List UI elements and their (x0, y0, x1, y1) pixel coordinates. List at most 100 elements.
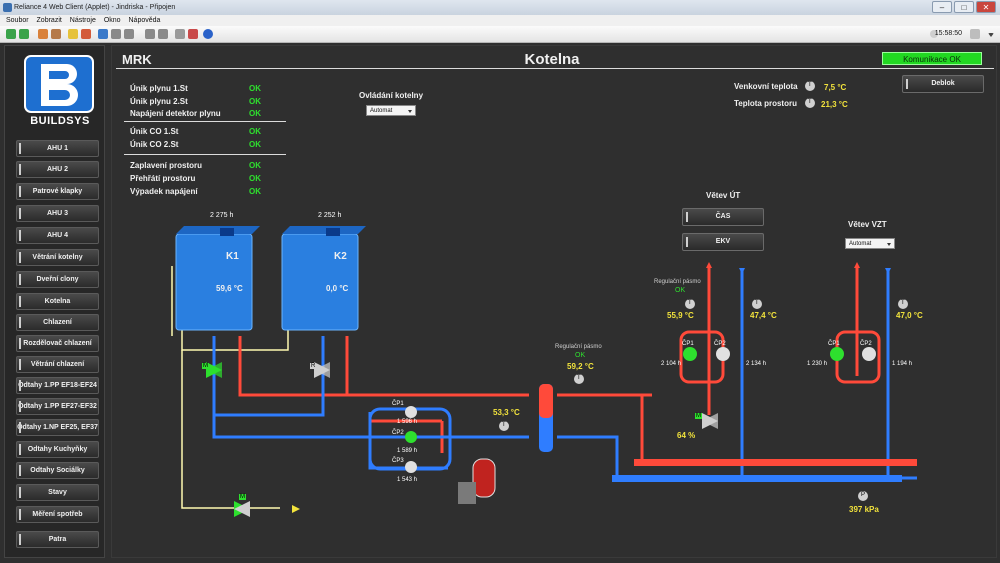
valve-k2[interactable] (314, 362, 330, 378)
chart-icon[interactable] (98, 29, 108, 39)
pump-cp1-vzt[interactable] (830, 347, 844, 361)
sensor-letter: T (808, 82, 812, 88)
pump-cp1-ut[interactable] (683, 347, 697, 361)
nav-odtahy-1pp-ef27[interactable]: Odtahy 1.PP EF27-EF32 (16, 398, 99, 415)
valve-bottom[interactable] (234, 501, 250, 517)
vzt-pump1-name: ČP1 (828, 341, 840, 347)
minimize-button[interactable]: – (932, 1, 952, 13)
pump-cp2-main-name: ČP2 (392, 430, 404, 436)
sensor-letter: T (577, 375, 581, 381)
print-icon[interactable] (124, 29, 134, 39)
menu-nastroje[interactable]: Nástroje (69, 17, 96, 24)
pump-cp2-vzt[interactable] (862, 347, 876, 361)
hot-manifold (634, 459, 917, 466)
temp-sensor-icon (685, 299, 695, 309)
alarm-label-power: Výpadek napájení (130, 187, 198, 196)
alarm-value-overheat: OK (249, 174, 261, 183)
page-title: Kotelna (524, 51, 580, 68)
boiler-control-select[interactable]: Automat (366, 105, 416, 116)
nav-odtahy-1pp-ef18[interactable]: Odtahy 1.PP EF18-EF24 (16, 377, 99, 394)
nav-ahu-2[interactable]: AHU 2 (16, 161, 99, 178)
ut-reg-band-status: OK (675, 287, 686, 294)
pump-cp2-ut[interactable] (716, 347, 730, 361)
help-icon[interactable] (203, 29, 213, 39)
nav-vetrani-kotelny[interactable]: Větrání kotelny (16, 249, 99, 266)
nav-chlazeni[interactable]: Chlazení (16, 314, 99, 331)
boiler-k2[interactable] (281, 226, 366, 331)
alarm-label-co-2: Únik CO 2.St (130, 140, 179, 149)
alarm-divider (124, 154, 286, 155)
nav-odtahy-kuchynky[interactable]: Odtahy Kuchyňky (16, 441, 99, 458)
valve-ut-mixing[interactable] (702, 413, 718, 429)
boiler-k2-name: K2 (334, 251, 347, 262)
menu-okno[interactable]: Okno (103, 17, 121, 24)
nav-kotelna[interactable]: Kotelna (16, 293, 99, 310)
nav-mereni-spotreb[interactable]: Měření spotřeb (16, 506, 99, 523)
nav-ahu-4[interactable]: AHU 4 (16, 227, 99, 244)
window-titlebar: Reliance 4 Web Client (Applet) - Jindris… (0, 0, 1000, 15)
alarm-value-flood: OK (249, 161, 261, 170)
alarm-icon[interactable] (68, 29, 78, 39)
nav-dverni-clony[interactable]: Dveřní clony (16, 271, 99, 288)
alarm-label-gas-detector: Napájení detektor plynu (130, 109, 221, 118)
nav-stavy[interactable]: Stavy (16, 484, 99, 501)
sensor-letter: T (901, 300, 905, 306)
nav-patra[interactable]: Patra (16, 531, 99, 548)
ut-valve-position: 64 % (677, 431, 696, 440)
ut-pump2-hours: 2 134 h (746, 361, 767, 367)
pump-cp1-main[interactable] (405, 406, 417, 418)
alarm-value-gas-detector: OK (249, 109, 261, 118)
menu-soubor[interactable]: Soubor (6, 17, 29, 24)
nav-vetrani-chlazeni[interactable]: Větrání chlazení (16, 356, 99, 373)
valve-bottom-mode: M (239, 494, 246, 500)
boiler-k1[interactable] (175, 226, 260, 331)
hydraulic-separator-hot (539, 384, 553, 418)
menu-zobrazit[interactable]: Zobrazit (36, 17, 62, 24)
vzt-mode-select[interactable]: Automat (845, 238, 895, 249)
connect-icon[interactable] (175, 29, 185, 39)
pump-cp1-main-hours: 1 596 h (397, 419, 418, 425)
pressure-sensor-icon (858, 491, 868, 501)
chevron-down-icon[interactable] (988, 33, 994, 37)
nav-odtahy-1np-ef25[interactable]: Odtahy 1.NP EF25, EF37 (16, 419, 99, 436)
boiler-control-label: Ovládání kotelny (359, 91, 424, 100)
ut-cas-button[interactable]: ČAS (682, 208, 764, 226)
forward-icon[interactable] (19, 29, 29, 39)
disconnect-icon[interactable] (188, 29, 198, 39)
outdoor-temp-label: Venkovní teplota (734, 82, 798, 91)
nav-ahu-3[interactable]: AHU 3 (16, 205, 99, 222)
alarm-value-co-1: OK (249, 127, 261, 136)
users-icon[interactable] (51, 29, 61, 39)
pump-cp3-main[interactable] (405, 461, 417, 473)
nav-rozdelovac-chlazeni[interactable]: Rozdělovač chlazení (16, 335, 99, 352)
deblok-button[interactable]: Deblok (902, 75, 984, 93)
valve-k1[interactable] (206, 362, 222, 378)
table-icon[interactable] (111, 29, 121, 39)
stop-icon[interactable] (81, 29, 91, 39)
window-icon[interactable] (145, 29, 155, 39)
pump-cp3-main-name: ČP3 (392, 458, 404, 464)
vzt-branch-title: Větev VZT (848, 220, 887, 229)
ut-ekv-button[interactable]: EKV (682, 233, 764, 251)
expansion-tank (458, 458, 496, 504)
nav-patrove-klapky[interactable]: Patrové klapky (16, 183, 99, 200)
alarm-value-gas-1: OK (249, 84, 261, 93)
temp-sensor-icon (752, 299, 762, 309)
menu-napoveda[interactable]: Nápověda (128, 17, 161, 24)
ut-pump1-hours: 2 104 h (661, 361, 682, 367)
back-icon[interactable] (6, 29, 16, 39)
vzt-return-temp: 47,0 °C (896, 311, 923, 320)
menu-bar: Soubor Zobrazit Nástroje Okno Nápověda (0, 15, 1000, 26)
close-button[interactable]: ✕ (976, 1, 996, 13)
cold-manifold (612, 475, 902, 482)
site-code: MRK (122, 52, 152, 67)
windows-icon[interactable] (158, 29, 168, 39)
user-icon[interactable] (38, 29, 48, 39)
sensor-letter: T (502, 422, 506, 428)
maximize-button[interactable]: □ (954, 1, 974, 13)
screen-icon[interactable] (970, 29, 980, 39)
alarm-value-gas-2: OK (249, 97, 261, 106)
nav-odtahy-socialky[interactable]: Odtahy Sociálky (16, 462, 99, 479)
pump-cp2-main[interactable] (405, 431, 417, 443)
nav-ahu-1[interactable]: AHU 1 (16, 140, 99, 157)
